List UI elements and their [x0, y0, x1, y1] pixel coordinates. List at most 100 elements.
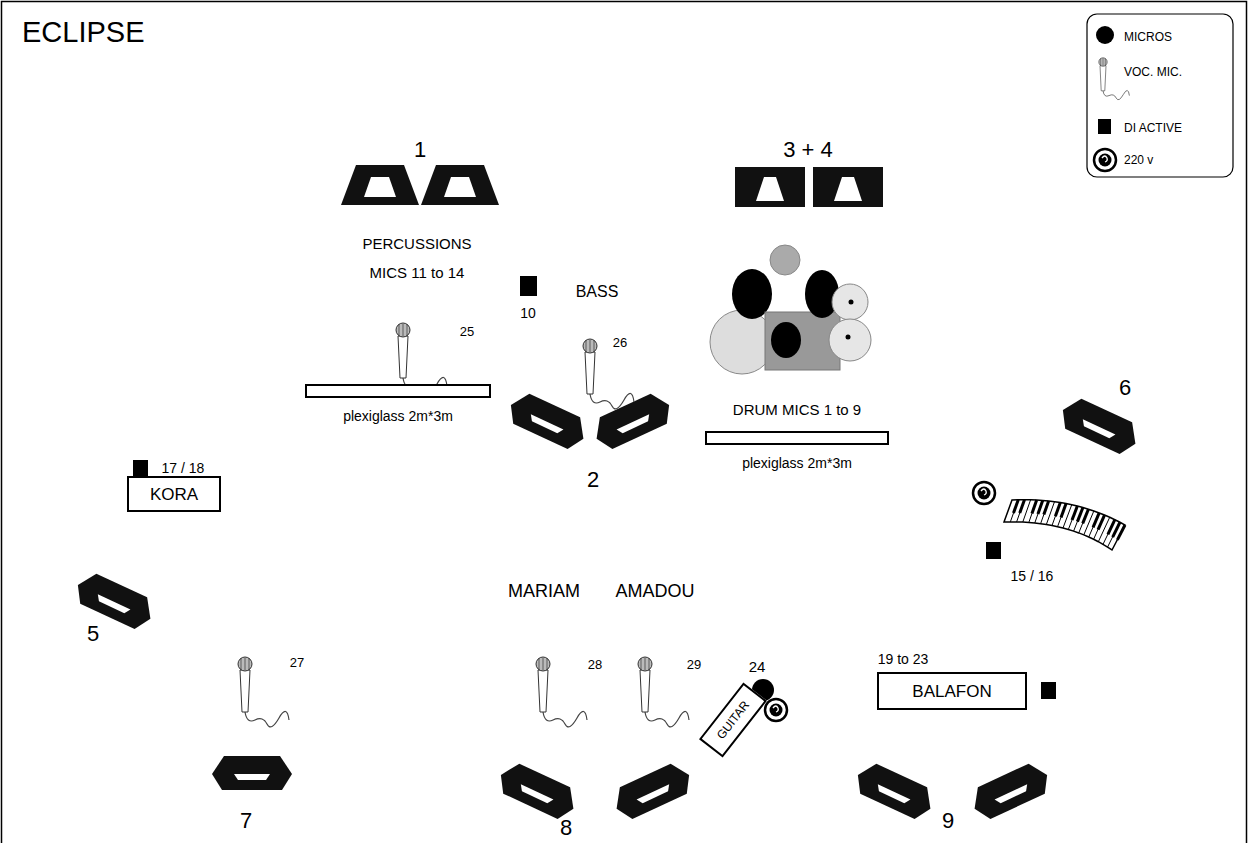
wedge-body — [341, 165, 419, 205]
keyboard-black-key — [1044, 501, 1049, 515]
keyboard-key — [1103, 520, 1115, 545]
mic-grille — [407, 324, 408, 336]
mic-head — [583, 339, 597, 353]
vocal-mic — [638, 657, 689, 727]
monitor-wedge — [1056, 394, 1143, 459]
mic-head — [1099, 58, 1107, 66]
power-220v — [1094, 149, 1116, 171]
power-swirl — [773, 706, 778, 712]
monitor-wedge — [851, 759, 938, 824]
monitor-wedge — [609, 759, 696, 824]
instrument-name: GUITAR — [715, 699, 752, 741]
mic-grille — [649, 658, 650, 670]
snare — [771, 322, 801, 358]
keyboard-black-key — [1032, 500, 1037, 513]
keyboard-black-key — [1038, 500, 1043, 514]
vocal-mic — [238, 657, 289, 727]
stage-label: AMADOU — [615, 582, 694, 600]
wedge-slot — [756, 177, 784, 201]
legend-text: VOC. MIC. — [1124, 65, 1182, 79]
mic-grille — [547, 658, 548, 670]
keyboard-key — [1010, 500, 1018, 522]
mic-head — [238, 657, 252, 671]
di-box — [1041, 682, 1056, 699]
mic-handle — [398, 336, 408, 378]
instrument-box: GUITAR — [699, 682, 767, 757]
stage-label: 28 — [588, 658, 602, 671]
mic-grille — [543, 658, 544, 670]
mic-handle — [1100, 66, 1106, 91]
keyboard-black-key — [1020, 500, 1025, 513]
power-core — [1099, 154, 1112, 167]
wedge-slot — [995, 784, 1030, 805]
plexiglass-panel — [306, 385, 490, 397]
cymbal-dot — [849, 300, 854, 305]
legend-text: DI ACTIVE — [1124, 121, 1182, 135]
power-220v — [973, 482, 995, 504]
mic-cable — [645, 711, 689, 726]
wedge-body — [421, 165, 499, 205]
stage-label: PERCUSSIONS — [362, 236, 471, 251]
instrument-box: KORA — [127, 476, 221, 512]
monitor-wedge — [421, 165, 499, 205]
stage-label: 9 — [942, 810, 954, 832]
wedge-slot — [637, 784, 672, 805]
drum-stool — [770, 245, 800, 275]
mic-grille — [245, 658, 246, 670]
power-ring — [1094, 149, 1116, 171]
monitor-wedge — [71, 569, 158, 634]
wedge-body — [813, 167, 883, 207]
instrument-name: KORA — [150, 486, 198, 503]
stage-label: 19 to 23 — [878, 652, 929, 666]
monitor-wedge — [735, 167, 805, 207]
stage-label: MARIAM — [508, 582, 580, 600]
stage-label: 17 / 18 — [162, 461, 205, 475]
monitor-wedge — [504, 389, 591, 454]
legend-text: MICROS — [1124, 30, 1172, 44]
stage-label: DRUM MICS 1 to 9 — [733, 402, 861, 417]
wedge-slot — [234, 774, 270, 780]
stage-label: 26 — [613, 336, 627, 349]
power-swirl — [981, 489, 986, 495]
wedge-slot — [617, 414, 652, 435]
stage-label: 6 — [1119, 377, 1131, 399]
keyboard-black-key — [1093, 513, 1099, 527]
monitor-wedge — [813, 167, 883, 207]
mic-grille — [1100, 58, 1101, 65]
mic-grille — [403, 324, 404, 336]
mic-grille — [539, 658, 540, 670]
stage-label: 29 — [687, 658, 701, 671]
mic-grille — [249, 658, 250, 670]
keyboard-black-key — [1117, 525, 1125, 540]
stage-label: BASS — [576, 284, 619, 300]
cymbal-dot — [846, 335, 851, 340]
instrument-box: BALAFON — [877, 672, 1027, 710]
di-box — [520, 276, 537, 296]
wedge-body — [504, 389, 591, 454]
mic-grille — [645, 658, 646, 670]
instrument-name: BALAFON — [912, 683, 991, 700]
cymbal — [832, 284, 868, 320]
vocal-mic — [583, 339, 634, 409]
power-swirl — [1102, 156, 1107, 162]
keyboard-key — [1089, 513, 1099, 537]
mic-grille — [641, 658, 642, 670]
legend-text: 220 v — [1124, 153, 1153, 167]
power-core — [770, 704, 783, 717]
mic-grille — [241, 658, 242, 670]
monitor-wedge — [494, 759, 581, 824]
mic-handle — [538, 670, 548, 712]
monitor-wedge — [589, 389, 676, 454]
stage-label: 10 — [520, 306, 536, 320]
wedge-body — [967, 759, 1054, 824]
wedge-slot — [1080, 419, 1115, 440]
wedge-slot — [364, 177, 396, 197]
vocal-mic — [536, 657, 587, 727]
power-ring — [765, 699, 787, 721]
mic-cable — [1103, 90, 1129, 99]
keyboard-key — [1098, 517, 1109, 541]
power-ring — [973, 482, 995, 504]
stage-label: 1 — [414, 139, 426, 161]
wedge-slot — [834, 177, 862, 201]
